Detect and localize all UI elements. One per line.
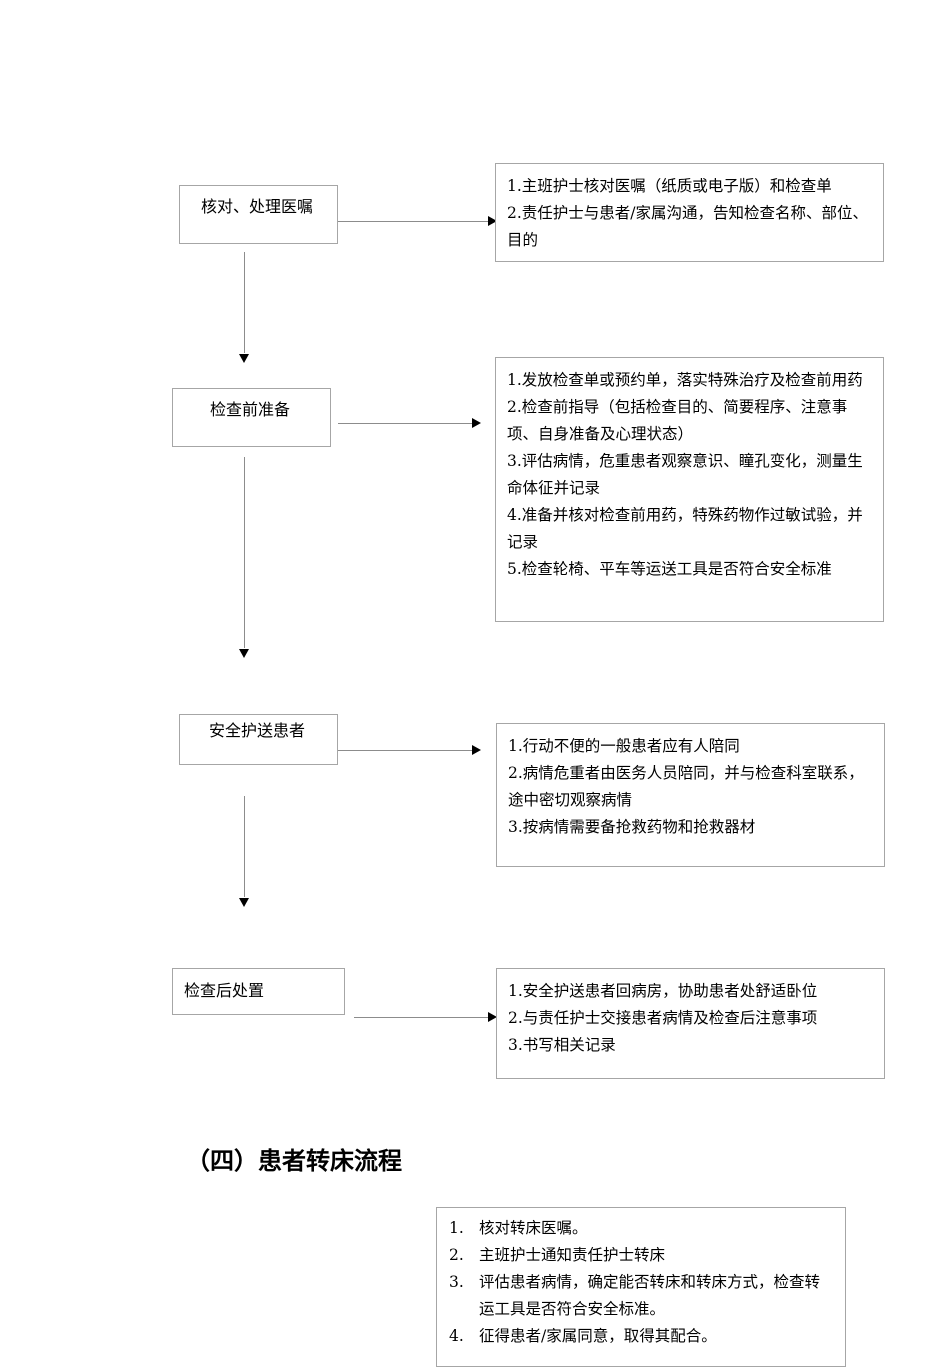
connector-3	[338, 750, 472, 751]
step-4-label: 检查后处置	[184, 981, 265, 1000]
detail-line: 3.按病情需要备抢救药物和抢救器材	[508, 818, 756, 836]
list-item-text: 主班护士通知责任护士转床	[479, 1246, 666, 1264]
step-3-label: 安全护送患者	[209, 721, 306, 740]
detail-line: 1.行动不便的一般患者应有人陪同	[508, 737, 740, 755]
connector-2	[338, 423, 472, 424]
list-item-text: 征得患者/家属同意，取得其配合。	[479, 1327, 717, 1345]
detail-line: 4.准备并核对检查前用药，特殊药物作过敏试验，并记录	[507, 506, 863, 551]
step-2-box	[172, 388, 331, 447]
connector-1	[338, 221, 488, 222]
arrow-right-icon	[472, 745, 481, 755]
arrow-right-icon	[488, 1012, 497, 1022]
list-item: 3. 评估患者病情，确定能否转床和转床方式，检查转运工具是否符合安全标准。	[449, 1269, 835, 1323]
detail-line: 3.书写相关记录	[508, 1036, 616, 1054]
detail-line: 1.主班护士核对医嘱（纸质或电子版）和检查单	[507, 177, 832, 195]
step-1-label: 核对、处理医嘱	[201, 197, 314, 216]
arrow-down-icon	[239, 649, 249, 658]
arrow-down-icon	[239, 354, 249, 363]
detail-line: 2.检查前指导（包括检查目的、简要程序、注意事项、自身准备及心理状态）	[507, 398, 848, 443]
list-item-text: 评估患者病情，确定能否转床和转床方式，检查转运工具是否符合安全标准。	[479, 1273, 821, 1318]
step-1-box	[179, 185, 338, 244]
connector-4	[354, 1017, 488, 1018]
list-item-text: 核对转床医嘱。	[479, 1219, 588, 1237]
detail-line: 1.发放检查单或预约单，落实特殊治疗及检查前用药	[507, 371, 863, 389]
step-2-details: 1.发放检查单或预约单，落实特殊治疗及检查前用药 2.检查前指导（包括检查目的、…	[495, 357, 884, 622]
step-3-box	[179, 714, 338, 765]
detail-line: 1.安全护送患者回病房，协助患者处舒适卧位	[508, 982, 818, 1000]
step-3-details: 1.行动不便的一般患者应有人陪同 2.病情危重者由医务人员陪同，并与检查科室联系…	[496, 723, 885, 867]
step-1-details: 1.主班护士核对医嘱（纸质或电子版）和检查单 2.责任护士与患者/家属沟通，告知…	[495, 163, 884, 262]
detail-line: 3.评估病情，危重患者观察意识、瞳孔变化，测量生命体征并记录	[507, 452, 863, 497]
down-connector-2	[244, 457, 245, 648]
arrow-right-icon	[472, 418, 481, 428]
list-item-number: 1.	[449, 1219, 464, 1237]
step-2-label: 检查前准备	[210, 400, 291, 419]
list-item: 1. 核对转床医嘱。	[449, 1215, 835, 1242]
detail-line: 2.责任护士与患者/家属沟通，告知检查名称、部位、目的	[507, 204, 869, 249]
step-4-details: 1.安全护送患者回病房，协助患者处舒适卧位 2.与责任护士交接患者病情及检查后注…	[496, 968, 885, 1079]
arrow-down-icon	[239, 898, 249, 907]
list-item-number: 2.	[449, 1246, 464, 1264]
section-title: （四）患者转床流程	[186, 1146, 402, 1175]
step-4-box	[172, 968, 345, 1015]
detail-line: 2.与责任护士交接患者病情及检查后注意事项	[508, 1009, 818, 1027]
arrow-right-icon	[488, 216, 497, 226]
list-item-number: 4.	[449, 1327, 464, 1345]
down-connector-3	[244, 796, 245, 897]
list-item: 2. 主班护士通知责任护士转床	[449, 1242, 835, 1269]
transfer-steps-list: 1. 核对转床医嘱。 2. 主班护士通知责任护士转床 3. 评估患者病情，确定能…	[436, 1207, 846, 1367]
list-item-number: 3.	[449, 1273, 464, 1291]
detail-line: 2.病情危重者由医务人员陪同，并与检查科室联系，途中密切观察病情	[508, 764, 864, 809]
down-connector-1	[244, 252, 245, 353]
detail-line: 5.检查轮椅、平车等运送工具是否符合安全标准	[507, 560, 832, 578]
list-item: 4. 征得患者/家属同意，取得其配合。	[449, 1323, 835, 1350]
